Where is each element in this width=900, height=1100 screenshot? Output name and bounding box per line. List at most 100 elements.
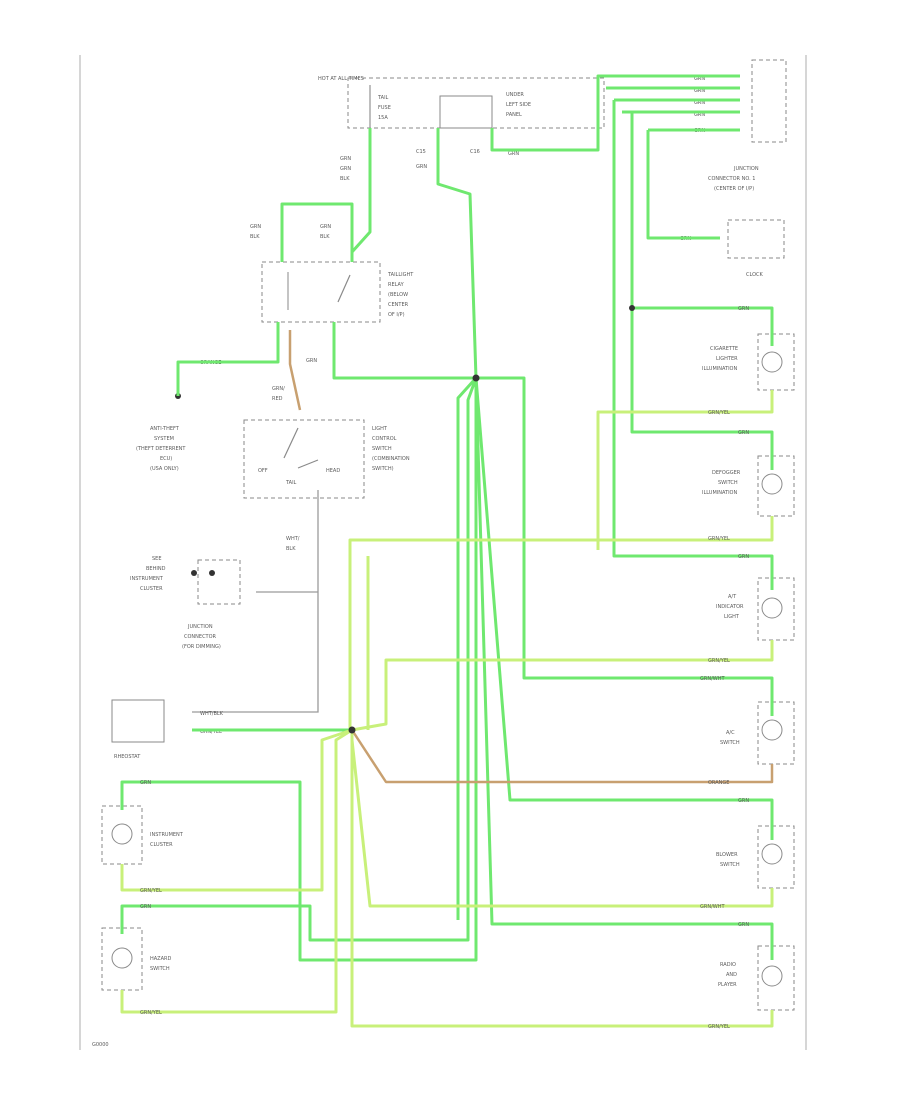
blk-label-relay-l: BLK (250, 234, 260, 240)
at-indicator-lamp (757, 577, 795, 641)
see-behind-label-1: SEE (152, 556, 162, 562)
grn-blk-label-a: GRN (340, 156, 351, 162)
grn-label-cluster: GRN (140, 780, 151, 786)
under-dash-label-3: PANEL (506, 112, 522, 118)
light-switch-label-4: (COMBINATION (372, 456, 410, 462)
red-label: RED (272, 396, 283, 402)
see-behind-label-3: INSTRUMENT (130, 576, 164, 582)
taillight-relay-label-2: RELAY (388, 282, 405, 288)
grn-label-blower: GRN (738, 798, 749, 804)
relay-loop-wire (280, 202, 354, 262)
relay-contact (337, 274, 351, 303)
grn-label-cig: GRN (738, 306, 749, 312)
junction-dimming-dot (191, 570, 197, 576)
grn-label-at: GRN (738, 554, 749, 560)
blower-label-2: SWITCH (720, 862, 740, 868)
instrument-cluster-lamp (101, 805, 143, 865)
grn-yel-label-cig: GRN/YEL (708, 410, 730, 416)
grn-label-tr-1: GRN (694, 76, 705, 82)
wht-blk-label-rheo: WHT/BLK (200, 711, 224, 717)
c15-wire (436, 128, 478, 379)
rheostat-gray-wire-2 (192, 592, 319, 713)
grn-wht-label-ac: GRN/WHT (700, 676, 725, 682)
light-switch-box (243, 419, 365, 499)
cig-feed-wire (630, 112, 774, 346)
blk-label-relay-r: BLK (320, 234, 330, 240)
grn-red-wire (288, 330, 302, 411)
def-ground-wire (348, 516, 774, 730)
grn-label-tr-2: GRN (694, 88, 705, 94)
radio-ground-wire (350, 730, 774, 1028)
grn-label-def: GRN (738, 430, 749, 436)
grn-wire-label-c16: GRN (508, 151, 519, 157)
cluster-ground-wire (120, 728, 353, 892)
ac-switch-lamp (757, 701, 795, 765)
grn-yel-label-hazard: GRN/YEL (140, 1010, 162, 1016)
antitheft-label-2: SYSTEM (154, 436, 174, 442)
ac-label-2: SWITCH (720, 740, 740, 746)
radio-label-2: AND (726, 972, 737, 978)
c16-wire (490, 74, 740, 152)
hazard-label-1: HAZARD (150, 956, 172, 962)
relay-out-wire (332, 322, 476, 380)
antitheft-label-1: ANTI-THEFT (150, 426, 180, 432)
antitheft-label-4: ECU) (160, 456, 172, 462)
hot-at-all-times-label: HOT AT ALL TIMES (318, 76, 364, 82)
grn-label-hazard: GRN (140, 904, 151, 910)
def-feed-wire (630, 308, 774, 470)
light-switch-label-1: LIGHT (372, 426, 388, 432)
see-behind-label-2: BEHIND (146, 566, 166, 572)
blk-label-b: BLK (286, 546, 296, 552)
def-label-3: ILLUMINATION (702, 490, 737, 496)
antitheft-label-5: (USA ONLY) (150, 466, 179, 472)
junction-dimming-label-3: (FOR DIMMING) (182, 644, 221, 650)
radio-feed-wire (474, 377, 774, 960)
at-label-3: LIGHT (724, 614, 740, 620)
at-ground-wire (351, 640, 774, 732)
tail-pos-label: TAIL (285, 480, 297, 486)
grn-label-relay-r: GRN (320, 224, 331, 230)
fuse-amp-label: 15A (378, 115, 388, 121)
off-label: OFF (258, 468, 268, 474)
blower-label-1: BLOWER (716, 852, 738, 858)
blower-switch-lamp (757, 825, 795, 889)
ac-ground-wire (350, 729, 774, 784)
ac-feed-wire (476, 376, 774, 716)
grn-label-tr-3: GRN (694, 100, 705, 106)
relay-fuse-wire (350, 128, 372, 254)
grn-label-relay-out: GRN (306, 358, 317, 364)
hazard-ground-wire (120, 728, 353, 1014)
light-switch-blade-2 (297, 459, 319, 469)
head-pos-label: HEAD (326, 468, 340, 474)
ground-splice (348, 726, 356, 734)
hazard-switch-lamp (101, 927, 143, 991)
cluster-feed-wire (120, 378, 478, 962)
see-behind-label-4: CLUSTER (140, 586, 163, 592)
radio-label-1: RADIO (720, 962, 736, 968)
grn-label-tr-4: GRN (694, 112, 705, 118)
orange-label-ac: ORANGE (708, 780, 729, 786)
c15-label: C15 (416, 149, 426, 155)
taillight-relay-label-3: (BELOW (388, 292, 408, 298)
junction-splice (629, 305, 635, 311)
radio-lamp (757, 945, 795, 1011)
cluster-label-2: CLUSTER (150, 842, 173, 848)
splice-to-hazard-wire (120, 377, 478, 942)
junction-top-label-3: (CENTER OF I/P) (714, 186, 754, 192)
c16-label: C16 (470, 149, 480, 155)
junction-top-label-2: CONNECTOR NO. 1 (708, 176, 755, 182)
junction-dimming-label-2: CONNECTOR (184, 634, 217, 640)
taillight-relay-label-1: TAILLIGHT (387, 272, 414, 278)
cig-label-2: LIGHTER (716, 356, 738, 362)
under-dash-label-2: LEFT SIDE (506, 102, 531, 108)
grn-yel-label-radio: GRN/YEL (708, 1024, 730, 1030)
clock-label: CLOCK (746, 272, 764, 278)
at-label-2: INDICATOR (716, 604, 744, 610)
taillight-relay-box (261, 261, 381, 323)
taillight-relay-label-5: OF I/P) (388, 312, 405, 318)
junction-dimming-box (197, 559, 241, 605)
antitheft-wire (176, 322, 280, 396)
blk-label-a: BLK (340, 176, 350, 182)
cig-ground-wire (596, 390, 774, 550)
grn-yel-label-at: GRN/YEL (708, 658, 730, 664)
